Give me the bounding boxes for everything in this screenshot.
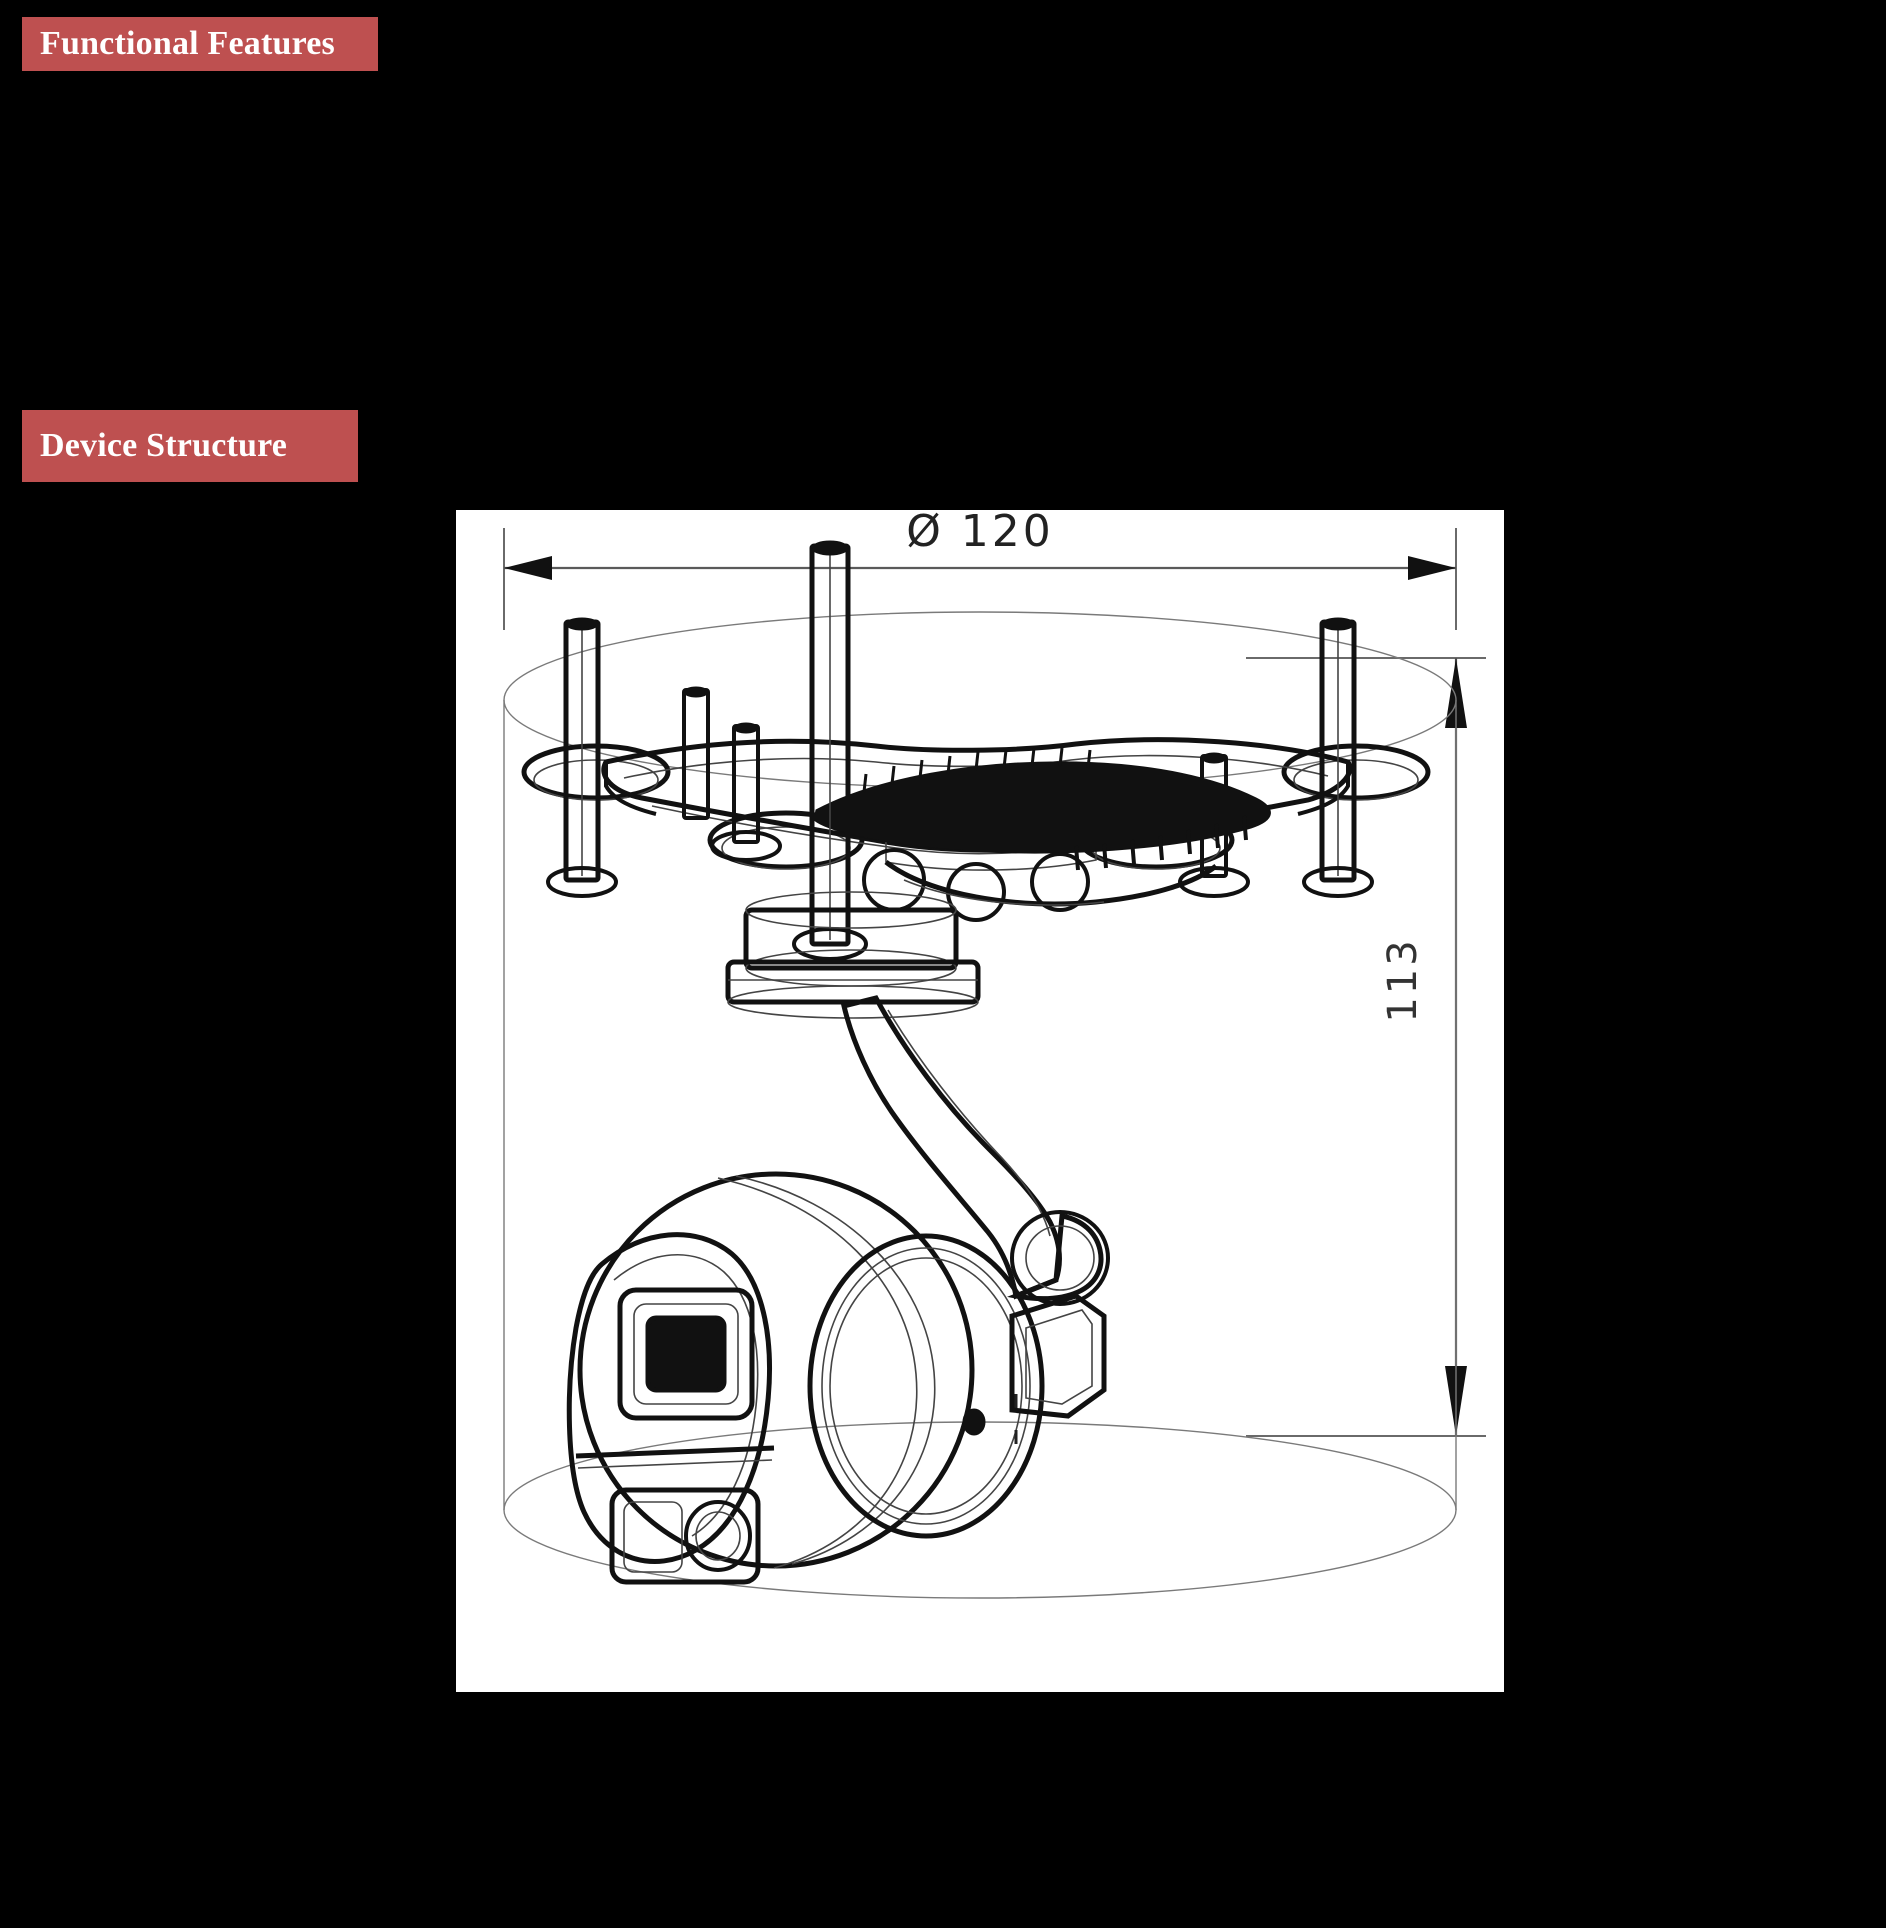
section-title-device-structure: Device Structure	[40, 427, 288, 464]
mounting-plate-assembly	[521, 540, 1431, 961]
diameter-dimension: Ø 120	[503, 510, 1457, 630]
section-banner-functional-features: Functional Features	[22, 17, 378, 71]
camera-gimbal-ball	[566, 1171, 1107, 1585]
standoff-posts	[546, 540, 1374, 961]
section-title-functional-features: Functional Features	[40, 25, 335, 62]
technical-drawing: Ø 120 113	[503, 510, 1486, 1599]
pcb-board	[813, 747, 1271, 871]
diameter-dimension-label: Ø 120	[906, 510, 1054, 557]
device-structure-drawing-panel: Ø 120 113	[456, 510, 1504, 1692]
height-dimension-label: 113	[1380, 937, 1426, 1022]
section-banner-device-structure: Device Structure	[22, 410, 358, 482]
envelope-cylinder	[503, 611, 1457, 1599]
